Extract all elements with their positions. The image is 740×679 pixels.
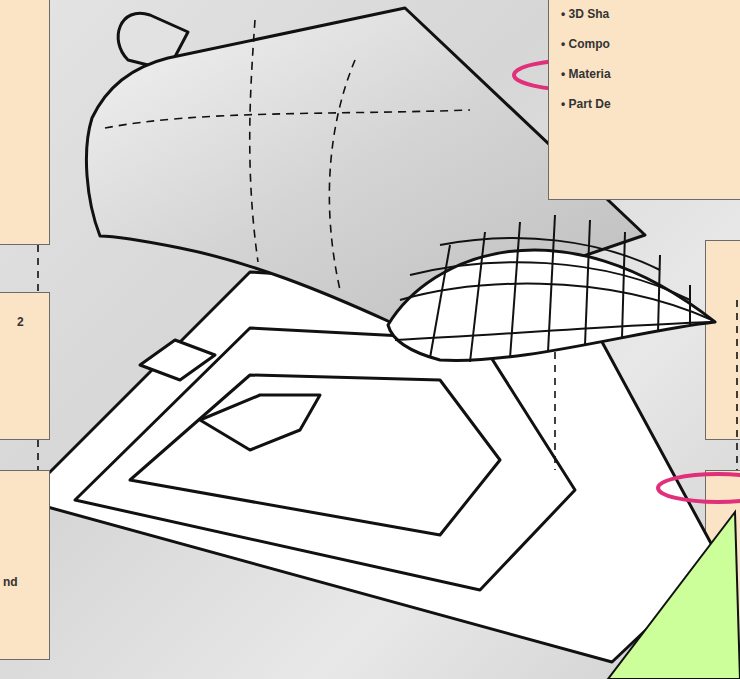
box-text: • Compo (561, 37, 610, 51)
empty-box (0, 0, 50, 245)
box-text: nd (3, 575, 18, 589)
box-text: 2 (17, 315, 24, 329)
dashed-connector (38, 440, 39, 470)
text-box: 2 (0, 292, 50, 440)
box-text: • Part De (561, 97, 611, 111)
empty-box (705, 240, 740, 440)
text-box: nd (0, 470, 50, 660)
text-box: • 3D Sha • Compo • Materia • Part De (548, 0, 740, 200)
box-text: • Materia (561, 67, 611, 81)
box-text: • 3D Sha (561, 7, 609, 21)
